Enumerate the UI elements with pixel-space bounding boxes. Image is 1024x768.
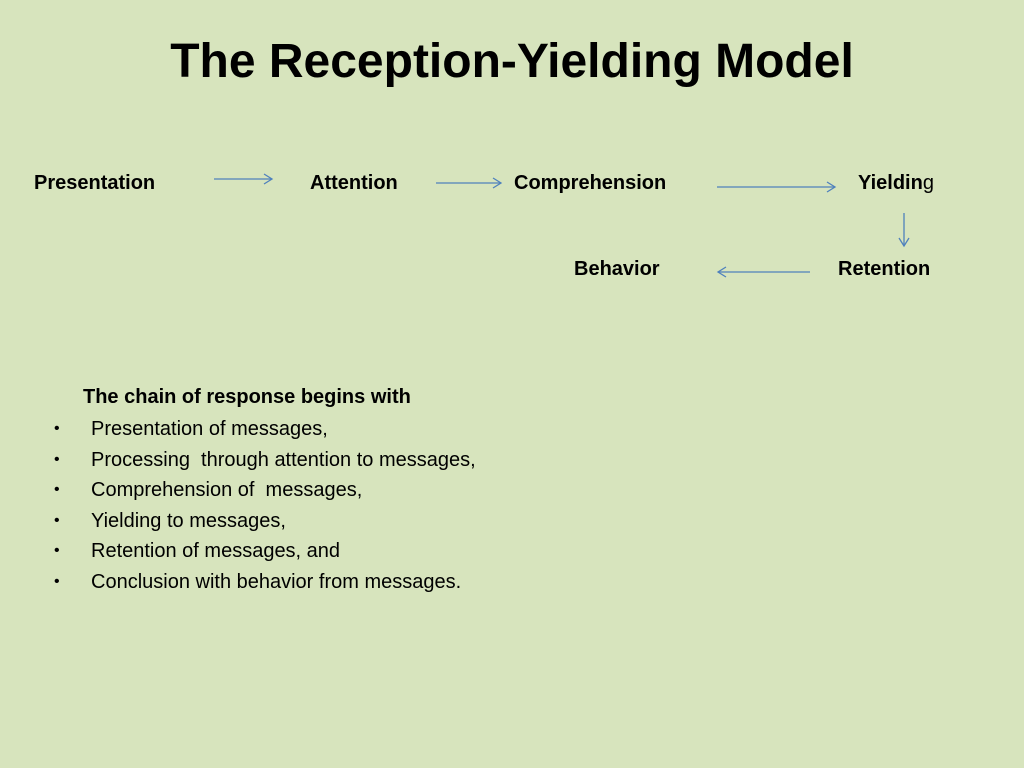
arrow-yielding-to-retention (898, 213, 910, 248)
chain-list-item-text: Yielding to messages, (91, 509, 286, 532)
chain-list-item-text: Processing through attention to messages… (91, 448, 476, 471)
slide-title: The Reception-Yielding Model (170, 35, 854, 88)
node-yielding-main: Yieldin (858, 172, 923, 194)
bullet-icon: • (54, 481, 60, 499)
bullet-icon: • (54, 542, 60, 560)
chain-list-item-text: Conclusion with behavior from messages. (91, 570, 462, 593)
node-yielding: Yielding (858, 171, 934, 195)
node-retention: Retention (838, 258, 931, 280)
node-attention: Attention (310, 172, 398, 194)
chain-list-item-text: Retention of messages, and (91, 540, 341, 563)
chain-heading: The chain of response begins with (83, 386, 411, 408)
bullet-icon: • (54, 572, 60, 590)
chain-list: • Presentation of messages, • Processing th… (50, 414, 650, 598)
chain-list-item-text: Comprehension of messages, (91, 479, 363, 502)
chain-list-item: • Yielding to messages, (50, 506, 650, 537)
bullet-icon: • (54, 450, 60, 468)
node-comprehension: Comprehension (514, 172, 667, 194)
bullet-icon: • (54, 420, 60, 437)
node-behavior: Behavior (574, 258, 660, 280)
bullet-icon: • (54, 511, 60, 529)
chain-list-item: • Processing through attention to message… (50, 445, 650, 476)
chain-list-item: • Conclusion with behavior from messages. (50, 567, 650, 598)
arrow-comprehension-to-yielding (717, 181, 837, 193)
node-yielding-last: g (922, 172, 934, 194)
chain-list-item: • Presentation of messages, (50, 414, 650, 445)
chain-of-response: The chain of response begins with • Prese… (50, 382, 650, 598)
arrow-attention-to-comprehension (436, 177, 503, 189)
chain-list-item: • Comprehension of messages, (50, 475, 650, 506)
chain-list-item: • Retention of messages, and (50, 536, 650, 567)
arrow-presentation-to-attention (214, 173, 274, 185)
node-presentation: Presentation (34, 172, 156, 194)
arrow-retention-to-behavior (716, 266, 810, 278)
chain-list-item-text: Presentation of messages, (91, 418, 328, 440)
